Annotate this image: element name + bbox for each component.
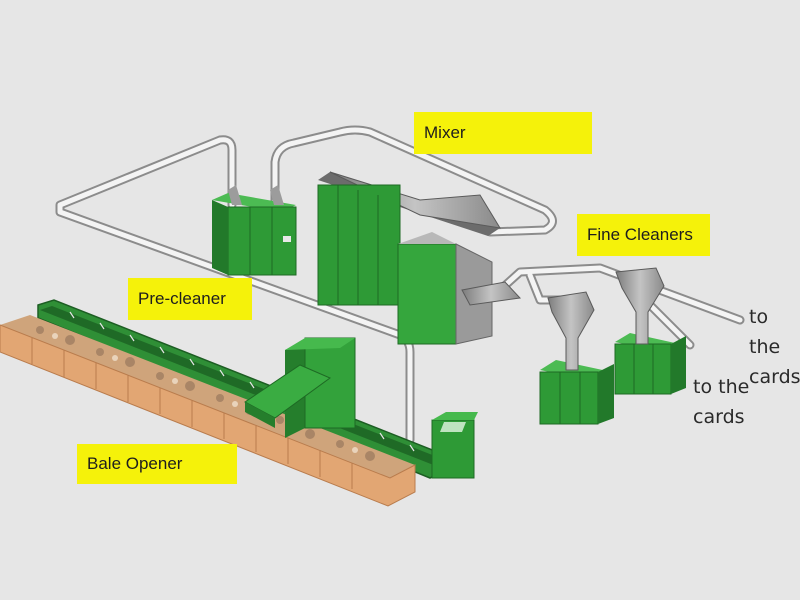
- duct-network: [55, 125, 745, 445]
- control-screen: [440, 422, 466, 432]
- output-note-2-line2: cards: [693, 406, 745, 428]
- output-note-2: to the cards: [693, 372, 749, 432]
- fine-cleaner-1-hopper: [547, 291, 595, 371]
- mixer-body-front: [317, 184, 401, 306]
- label-bale-opener: Bale Opener: [77, 444, 237, 484]
- fine-cleaner-2-front: [614, 343, 672, 395]
- pre-cleaner-machine: [212, 185, 297, 276]
- fine-cleaner-1: [539, 291, 614, 425]
- mixer-machine: [317, 171, 522, 345]
- fine-cleaner-2-side: [671, 336, 686, 394]
- output-note-1: to the cards: [749, 302, 800, 392]
- output-note-1-line2: cards: [749, 366, 800, 388]
- bale-row-front: [0, 324, 416, 507]
- label-mixer-text: Mixer: [424, 123, 466, 142]
- label-pre-cleaner: Pre-cleaner: [128, 278, 252, 320]
- opener-arm-front: [245, 402, 275, 428]
- fine-cleaner-2-hopper: [615, 267, 665, 345]
- bale-dividers: [31, 338, 353, 489]
- pre-cleaner-side: [212, 200, 228, 275]
- bale-opener: [0, 299, 478, 507]
- fine-cleaner-1-side: [598, 364, 614, 424]
- label-fine-cleaners: Fine Cleaners: [577, 214, 710, 256]
- label-bale-opener-text: Bale Opener: [87, 454, 183, 473]
- pre-cleaner-hood: [228, 185, 242, 205]
- mixer-lower-top: [398, 232, 492, 262]
- fine-cleaner-1-front: [539, 371, 599, 425]
- fine-cleaner-2: [614, 267, 686, 395]
- mixer-outlet: [461, 281, 522, 306]
- opener-tower-top: [285, 338, 355, 350]
- opener-arm: [244, 364, 332, 419]
- pre-cleaner-gauge: [283, 236, 291, 242]
- output-note-2-line1: to the: [693, 376, 750, 398]
- output-note-1-line1: to the: [749, 306, 781, 358]
- mixer-lower-front: [397, 243, 457, 345]
- label-fine-cleaners-text: Fine Cleaners: [587, 225, 693, 244]
- label-pre-cleaner-text: Pre-cleaner: [138, 289, 226, 308]
- control-cabinet-top: [432, 412, 478, 420]
- label-mixer: Mixer: [414, 112, 592, 154]
